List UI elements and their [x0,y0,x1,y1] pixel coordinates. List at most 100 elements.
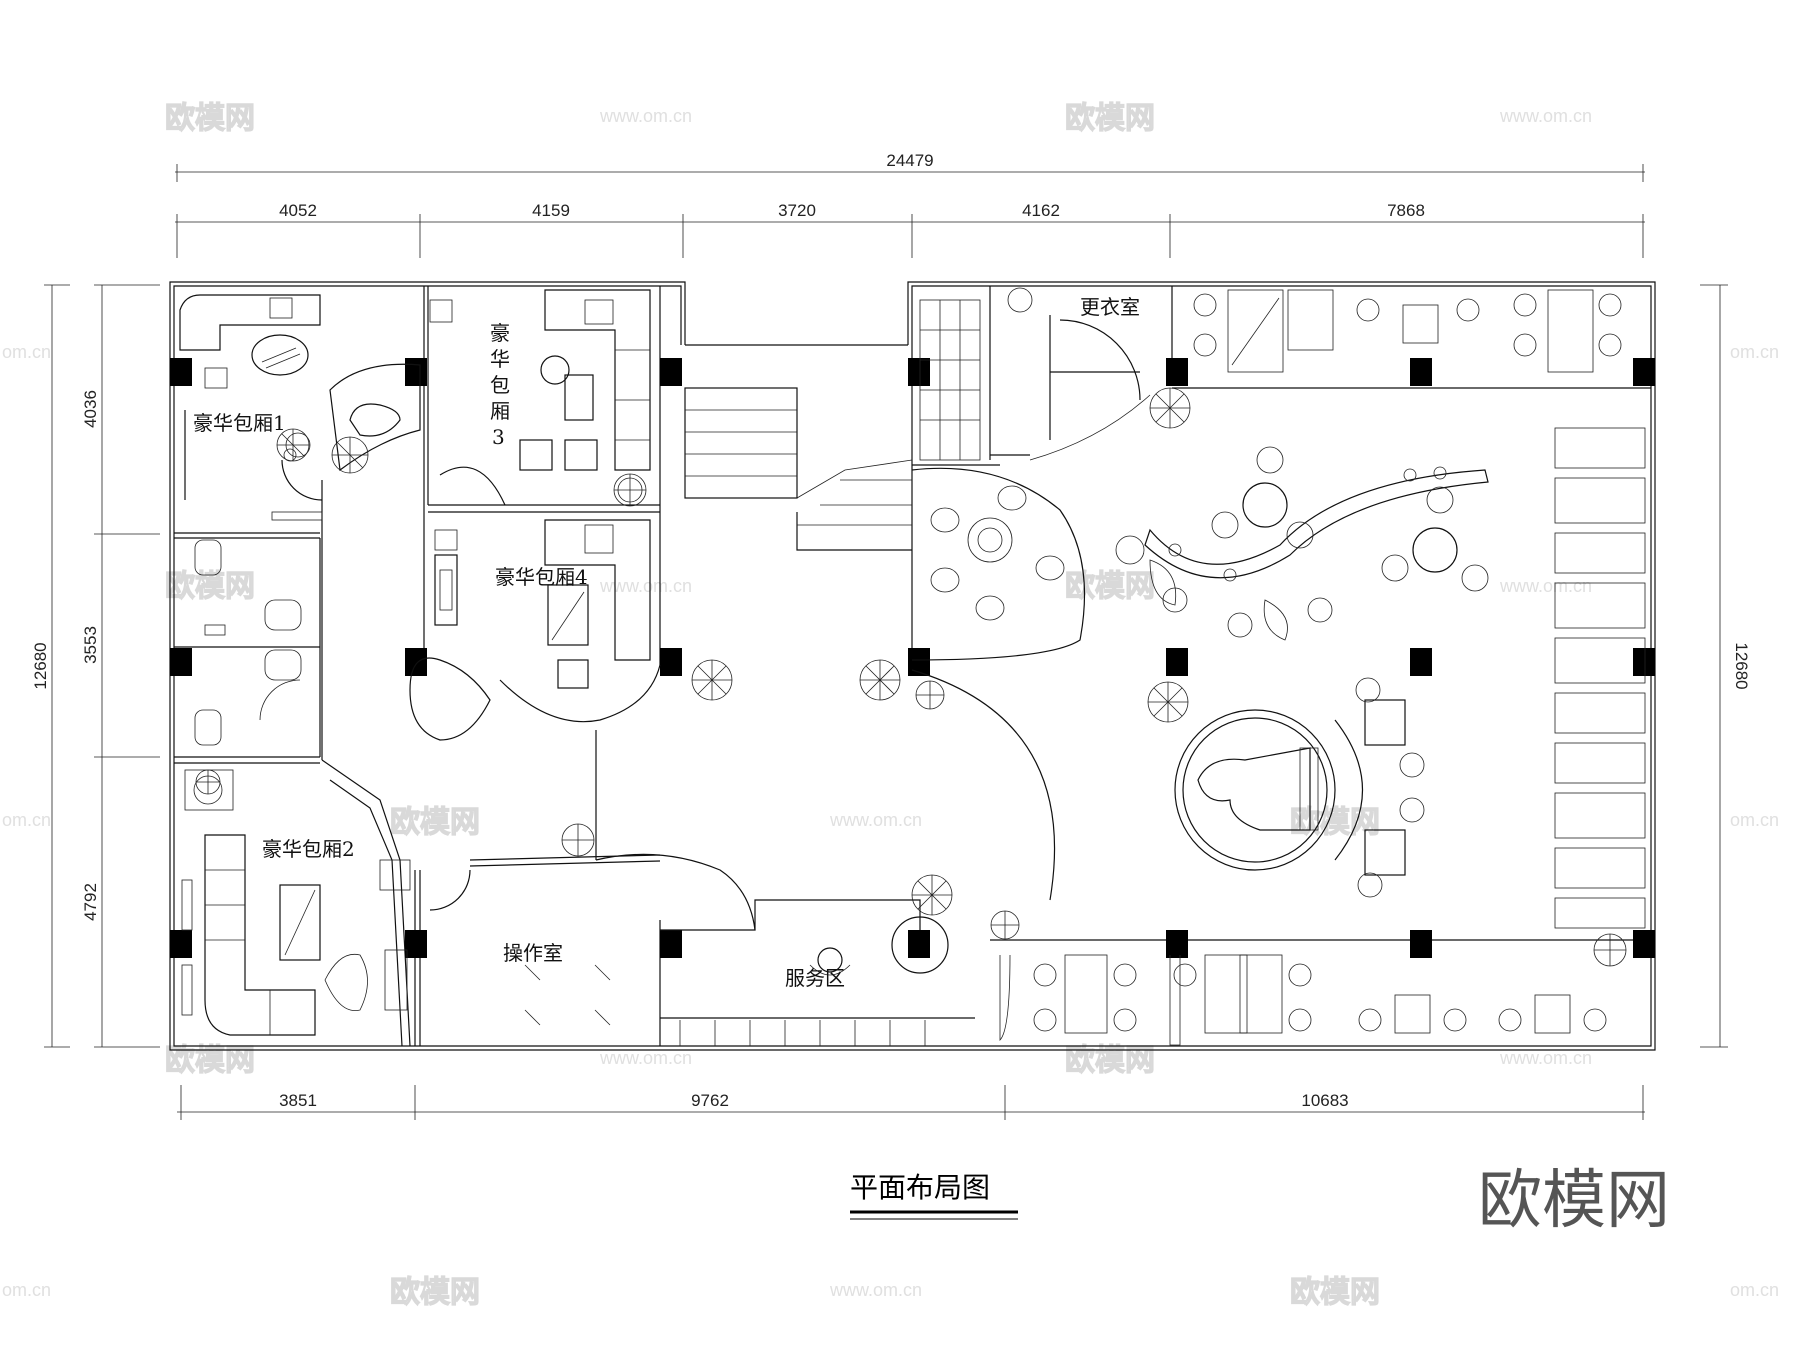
dimension-bottom-1: 3851 [279,1091,317,1110]
plant-icon [911,874,953,916]
plant-icon [915,680,945,710]
watermark-url: www.om.cn [599,1048,692,1068]
watermark-logo: 欧模网 [165,101,255,136]
plant-icon [691,659,733,701]
column [660,648,682,676]
dimension-bottom-2: 9762 [691,1091,729,1110]
service-counter [429,853,949,1046]
watermark-logo: 欧模网 [1065,101,1155,136]
dimension-left-1: 4036 [81,390,100,428]
dimension-top-2: 4159 [532,201,570,220]
changing-room-fixtures [919,287,1151,461]
column [908,358,930,386]
watermark-url: om.cn [1730,342,1779,362]
watermark-url: om.cn [2,810,51,830]
watermark-url: www.om.cn [599,106,692,126]
room-label-changing-room: 更衣室 [1080,295,1140,319]
room-label-suite-4: 豪华包厢4 [495,565,588,589]
plant-icon [1147,681,1189,723]
column [1166,648,1188,676]
watermark-logo: 欧模网 [1290,805,1380,840]
room-label-operation-room: 操作室 [503,941,563,965]
dimension-left-3: 4792 [81,883,100,921]
structural-columns [170,358,1655,958]
column [1166,930,1188,958]
room-label-suite-2: 豪华包厢2 [262,837,355,861]
column [170,930,192,958]
plant-icon [561,823,595,857]
watermark-logo: 欧模网 [1290,1275,1380,1310]
column [908,930,930,958]
watermark-url: om.cn [1730,1280,1779,1300]
plant-icon [195,769,221,795]
room-label-suite-3-char-4: 厢 [490,399,510,423]
watermark-url: www.om.cn [1499,1048,1592,1068]
column [1633,930,1655,958]
watermark-logo: 欧模网 [165,569,255,604]
suite-1-furniture [179,294,421,521]
column [1633,358,1655,386]
plant-icon [276,428,310,462]
room-label-suite-3-char-1: 豪 [490,321,510,345]
watermark-logo: 欧模网 [1065,569,1155,604]
dimension-top-3: 3720 [778,201,816,220]
circular-lounge [911,467,1086,901]
drawing-title: 平面布局图 [850,1171,990,1204]
column [170,358,192,386]
room-label-suite-3-char-3: 包 [490,373,510,397]
watermark-url: www.om.cn [829,810,922,830]
dimension-lines: 24479 4052 4159 3720 4162 7868 3851 9762… [31,151,1751,1120]
watermark-url: om.cn [2,1280,51,1300]
plants [195,387,1627,967]
column [660,358,682,386]
dimension-top-5: 7868 [1387,201,1425,220]
plant-icon [859,659,901,701]
column [405,648,427,676]
watermark-url: www.om.cn [1499,576,1592,596]
watermark-url: www.om.cn [1499,106,1592,126]
dimension-top-4: 4162 [1022,201,1060,220]
room-label-suite-1: 豪华包厢1 [193,411,286,435]
watermark-url: www.om.cn [829,1280,922,1300]
dimension-right-total: 12680 [1732,642,1751,689]
column [1410,930,1432,958]
column [660,930,682,958]
room-label-service-area: 服务区 [785,966,845,990]
dimension-left-total: 12680 [31,642,50,689]
dimension-left-2: 3553 [81,626,100,664]
column [1166,358,1188,386]
room-label-suite-3-char-2: 华 [490,347,510,371]
main-hall-furniture [999,289,1646,1046]
dimension-total-top: 24479 [886,151,933,170]
column [1633,648,1655,676]
dimension-bottom-3: 10683 [1301,1091,1348,1110]
dimension-top-1: 4052 [279,201,317,220]
brand-logo-text: 欧模网 [1478,1164,1670,1238]
watermark-logo: 欧模网 [390,1275,480,1310]
plant-icon [613,473,647,507]
watermark-logo: 欧模网 [1065,1043,1155,1078]
washroom-fixtures [194,539,302,746]
watermark-layer: 欧模网 www.om.cn 欧模网 www.om.cn om.cn om.cn … [2,100,1779,1310]
suite-2-furniture [181,769,411,1036]
plant-icon [1149,387,1191,429]
suite-3-furniture [429,289,651,506]
column [1410,648,1432,676]
suite-4-furniture [409,519,661,741]
plant-icon [1593,933,1627,967]
column [1410,358,1432,386]
room-label-suite-3-char-5: 3 [492,425,505,449]
plant-icon [331,436,369,474]
column [908,648,930,676]
staircase [684,387,913,551]
watermark-url: om.cn [2,342,51,362]
watermark-url: www.om.cn [599,576,692,596]
walls [169,281,1656,1051]
watermark-logo: 欧模网 [390,805,480,840]
room-labels: 豪华包厢1 豪 华 包 厢 3 豪华包厢4 豪华包厢2 更衣室 操作室 服务区 [193,295,1140,990]
plant-icon [990,910,1020,940]
watermark-url: om.cn [1730,810,1779,830]
column [405,358,427,386]
watermark-logo: 欧模网 [165,1043,255,1078]
